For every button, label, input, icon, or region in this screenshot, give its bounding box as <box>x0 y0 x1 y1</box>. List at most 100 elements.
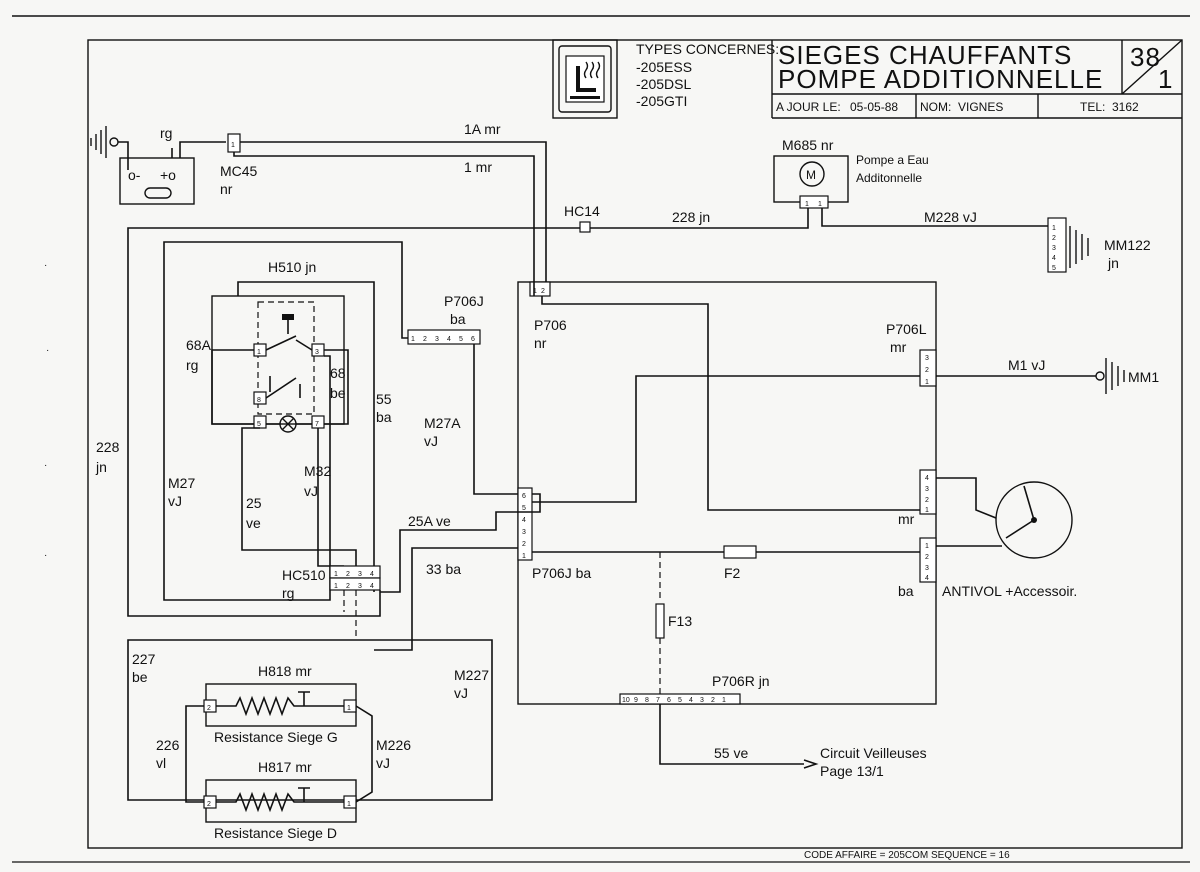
label-p706j-ba: P706J ba <box>532 565 591 581</box>
svg-text:4: 4 <box>1052 255 1056 262</box>
svg-text:4: 4 <box>925 575 929 582</box>
connector-p706j-mid: 6 5 4 3 2 1 <box>517 487 533 561</box>
svg-text:+o: +o <box>160 167 176 183</box>
title-block: TYPES CONCERNES: -205ESS -205DSL -205GTI… <box>552 39 1183 119</box>
svg-text:4: 4 <box>689 697 693 704</box>
svg-text:P706R jn: P706R jn <box>712 673 770 689</box>
fusebox-p706 <box>517 281 937 705</box>
svg-text:7: 7 <box>315 421 319 428</box>
label-p706: P706 <box>534 317 567 333</box>
svg-text:10: 10 <box>622 697 630 704</box>
ground-mm1: MM1 <box>1095 358 1159 394</box>
label-227-color: be <box>132 669 148 685</box>
svg-text:2: 2 <box>346 571 350 578</box>
label-m226: M226 <box>376 737 411 753</box>
label-antivol: ANTIVOL +Accessoir. <box>942 583 1077 599</box>
svg-text:6: 6 <box>667 697 671 704</box>
page-number-bottom: 1 <box>1158 64 1173 94</box>
svg-text:·: · <box>46 345 49 356</box>
svg-text:1: 1 <box>257 349 261 356</box>
antivol-switch: 4 3 2 1 1 2 3 4 mr ba ANTIVOL +Accessoir… <box>898 469 1077 599</box>
svg-text:·: · <box>44 460 47 471</box>
label-mr-antivol: mr <box>898 511 915 527</box>
svg-text:Resistance Siege D: Resistance Siege D <box>214 825 337 841</box>
svg-text:1: 1 <box>925 507 929 514</box>
label-pump-2: Additonnelle <box>856 171 922 185</box>
svg-text:5: 5 <box>678 697 682 704</box>
label-m27: M27 <box>168 475 195 491</box>
label-m685: M685 nr <box>782 137 834 153</box>
label-f2: F2 <box>724 565 741 581</box>
label-68a-color: rg <box>186 357 198 373</box>
wire-internal-2 <box>532 375 920 503</box>
label-68: 68 <box>330 365 346 381</box>
label-mc45-color: nr <box>220 181 233 197</box>
svg-text:3: 3 <box>315 349 319 356</box>
svg-text:3: 3 <box>700 697 704 704</box>
svg-text:3: 3 <box>358 571 362 578</box>
svg-text:2: 2 <box>711 697 715 704</box>
tel-value: 3162 <box>1112 100 1139 114</box>
label-mc45: MC45 <box>220 163 258 179</box>
svg-text:·: · <box>44 260 47 271</box>
label-m227: M227 <box>454 667 489 683</box>
svg-text:rg: rg <box>282 585 294 601</box>
label-226: 226 <box>156 737 180 753</box>
svg-text:4: 4 <box>370 571 374 578</box>
motor-icon <box>799 161 825 187</box>
wire-internal-1 <box>541 296 920 511</box>
svg-text:1: 1 <box>522 553 526 560</box>
label-m27a-color: vJ <box>424 433 438 449</box>
svg-text:4: 4 <box>925 475 929 482</box>
svg-text:3: 3 <box>522 529 526 536</box>
name-value: VIGNES <box>958 100 1003 114</box>
svg-text:P706J: P706J <box>444 293 484 309</box>
name-label: NOM: <box>920 100 951 114</box>
label-55ve: 55 ve <box>714 745 748 761</box>
resistor-icon <box>216 695 344 717</box>
label-m226-color: vJ <box>376 755 390 771</box>
svg-text:3: 3 <box>925 355 929 362</box>
label-p706-color: nr <box>534 335 547 351</box>
sheet-frame <box>87 39 1183 849</box>
svg-text:o-: o- <box>128 167 141 183</box>
title-line-1: SIEGES CHAUFFANTS <box>778 40 1072 70</box>
svg-text:H817 mr: H817 mr <box>258 759 312 775</box>
svg-text:3: 3 <box>925 486 929 493</box>
svg-text:1: 1 <box>411 336 415 343</box>
label-hc14: HC14 <box>564 203 600 219</box>
svg-text:8: 8 <box>645 697 649 704</box>
label-circuit-1: Circuit Veilleuses <box>820 745 927 761</box>
update-label: A JOUR LE: <box>776 100 841 114</box>
svg-text:6: 6 <box>471 336 475 343</box>
relay-h510: H510 jn 1 3 8 5 7 68A rg 68 be 55 ba <box>186 259 392 592</box>
label-1: 1 mr <box>464 159 492 175</box>
label-25: 25 <box>246 495 262 511</box>
wire-m27a <box>473 344 518 495</box>
svg-text:M: M <box>806 168 816 182</box>
page-number-top: 38 <box>1130 42 1161 72</box>
svg-text:Resistance Siege G: Resistance Siege G <box>214 729 338 745</box>
svg-text:7: 7 <box>656 697 660 704</box>
svg-text:1: 1 <box>925 543 929 550</box>
svg-text:1: 1 <box>231 142 235 149</box>
connector-hc510: 1 2 3 4 1 2 3 4 HC510 rg <box>282 565 381 601</box>
svg-text:5: 5 <box>1052 265 1056 272</box>
svg-text:3: 3 <box>358 583 362 590</box>
ground-icon <box>90 126 119 158</box>
label-m32: M32 <box>304 463 331 479</box>
label-rg-battery: rg <box>160 125 172 141</box>
wire-m228 <box>821 208 1048 227</box>
svg-text:3: 3 <box>1052 245 1056 252</box>
label-226-color: vl <box>156 755 166 771</box>
svg-text:·: · <box>44 550 47 561</box>
svg-text:2: 2 <box>925 554 929 561</box>
label-m27a: M27A <box>424 415 461 431</box>
svg-text:4: 4 <box>370 583 374 590</box>
label-circuit-2: Page 13/1 <box>820 763 884 779</box>
type-1: -205ESS <box>636 59 692 75</box>
svg-text:1: 1 <box>334 571 338 578</box>
binder-holes: · · · · <box>44 260 49 561</box>
title-line-2: POMPE ADDITIONNELLE <box>778 64 1103 94</box>
